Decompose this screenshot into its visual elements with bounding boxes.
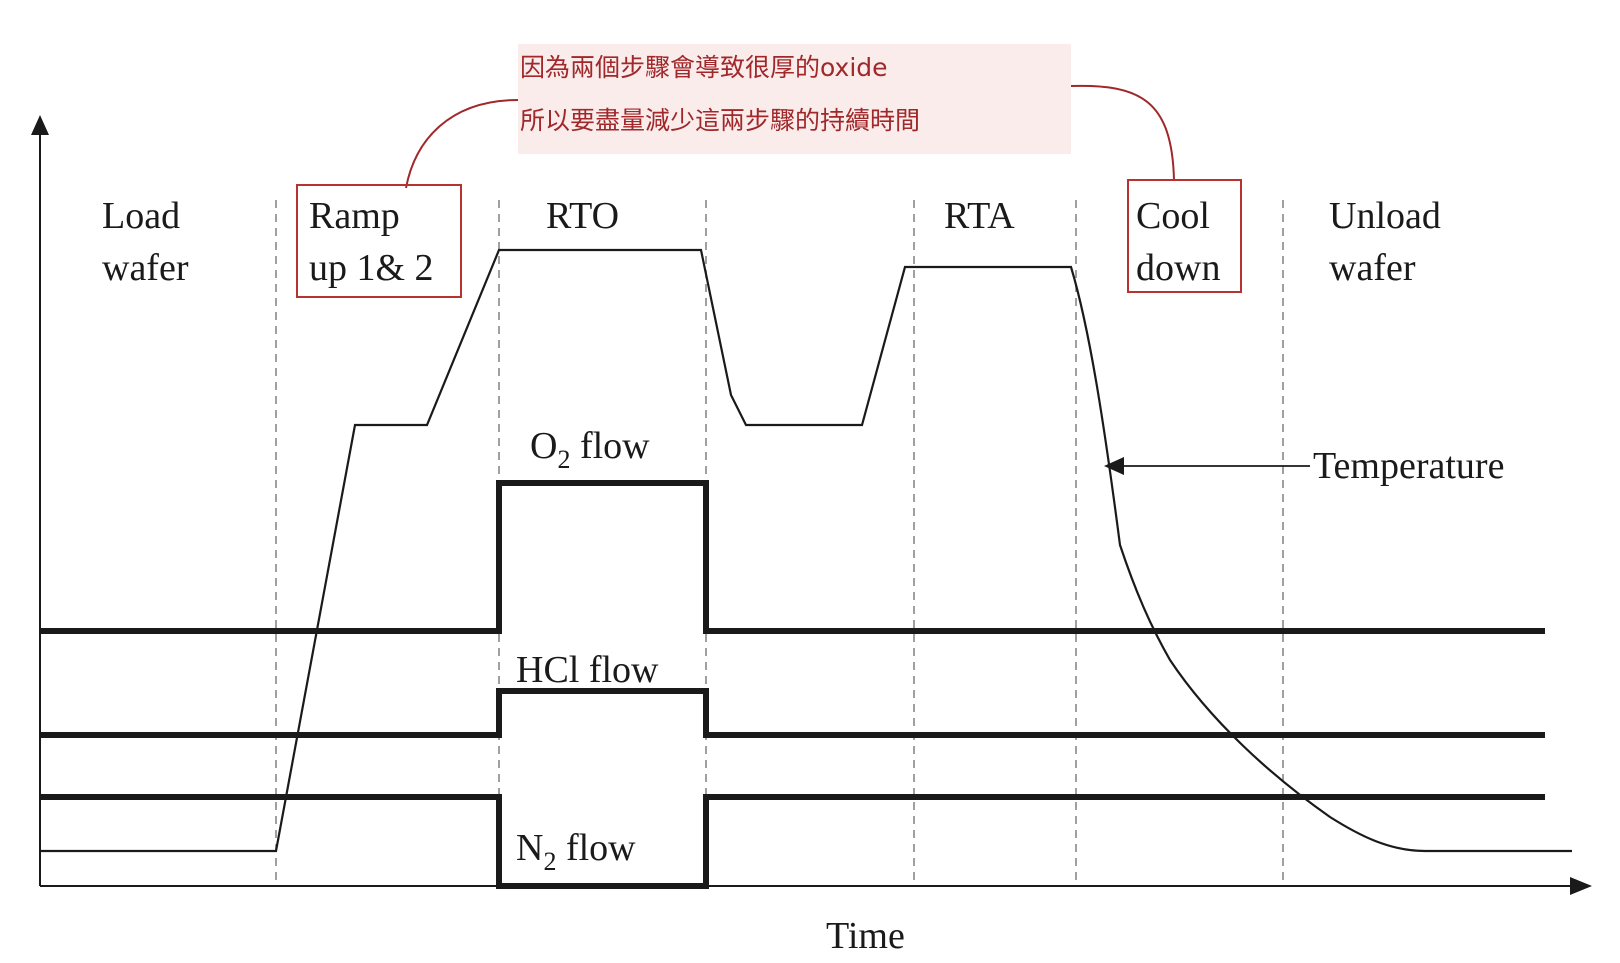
phase-dividers xyxy=(275,200,1284,886)
phase-label-cool-line2: down xyxy=(1136,247,1220,289)
phase-label-load-line1: Load xyxy=(102,195,180,237)
x-axis-arrow-icon xyxy=(1570,877,1592,895)
phase-label-unload-line1: Unload xyxy=(1329,195,1441,237)
cool-highlight-box xyxy=(1127,179,1242,293)
temperature-label: Temperature xyxy=(1313,445,1504,487)
o2-label-main: O xyxy=(530,425,557,467)
annotation-connector-left xyxy=(405,99,519,189)
annotation-line-2: 所以要盡量減少這兩步驟的持續時間 xyxy=(520,106,920,135)
phase-label-rto: RTO xyxy=(546,195,619,237)
phase-label-ramp-line1: Ramp xyxy=(309,195,400,237)
phase-label-unload-line2: wafer xyxy=(1329,247,1416,289)
temperature-curve xyxy=(40,248,1572,853)
n2-flow-label: N2 flow xyxy=(516,827,636,876)
n2-label-subscript: 2 xyxy=(543,847,556,876)
o2-flow-line xyxy=(40,480,1545,634)
phase-label-load-line2: wafer xyxy=(102,247,189,289)
temperature-pointer-arrow-icon xyxy=(1104,457,1124,475)
x-axis-label: Time xyxy=(826,915,905,957)
phase-label-cool-line1: Cool xyxy=(1136,195,1210,237)
o2-label-subscript: 2 xyxy=(557,445,570,474)
n2-label-main: N xyxy=(516,827,543,869)
annotation-line-1: 因為兩個步驟會導致很厚的oxide xyxy=(520,53,888,82)
hcl-flow-line xyxy=(40,688,1545,738)
n2-flow-line xyxy=(40,794,1545,889)
annotation-note-background xyxy=(518,44,1071,154)
o2-label-rest: flow xyxy=(570,425,650,467)
ramp-highlight-box xyxy=(296,184,462,298)
phase-label-rta: RTA xyxy=(944,195,1015,237)
annotation-connector-right xyxy=(1070,84,1175,181)
o2-flow-label: O2 flow xyxy=(530,425,650,474)
phase-label-ramp-line2: up 1& 2 xyxy=(309,247,434,289)
n2-label-rest: flow xyxy=(556,827,636,869)
hcl-flow-label: HCl flow xyxy=(516,649,659,691)
y-axis-arrow-icon xyxy=(31,115,49,135)
